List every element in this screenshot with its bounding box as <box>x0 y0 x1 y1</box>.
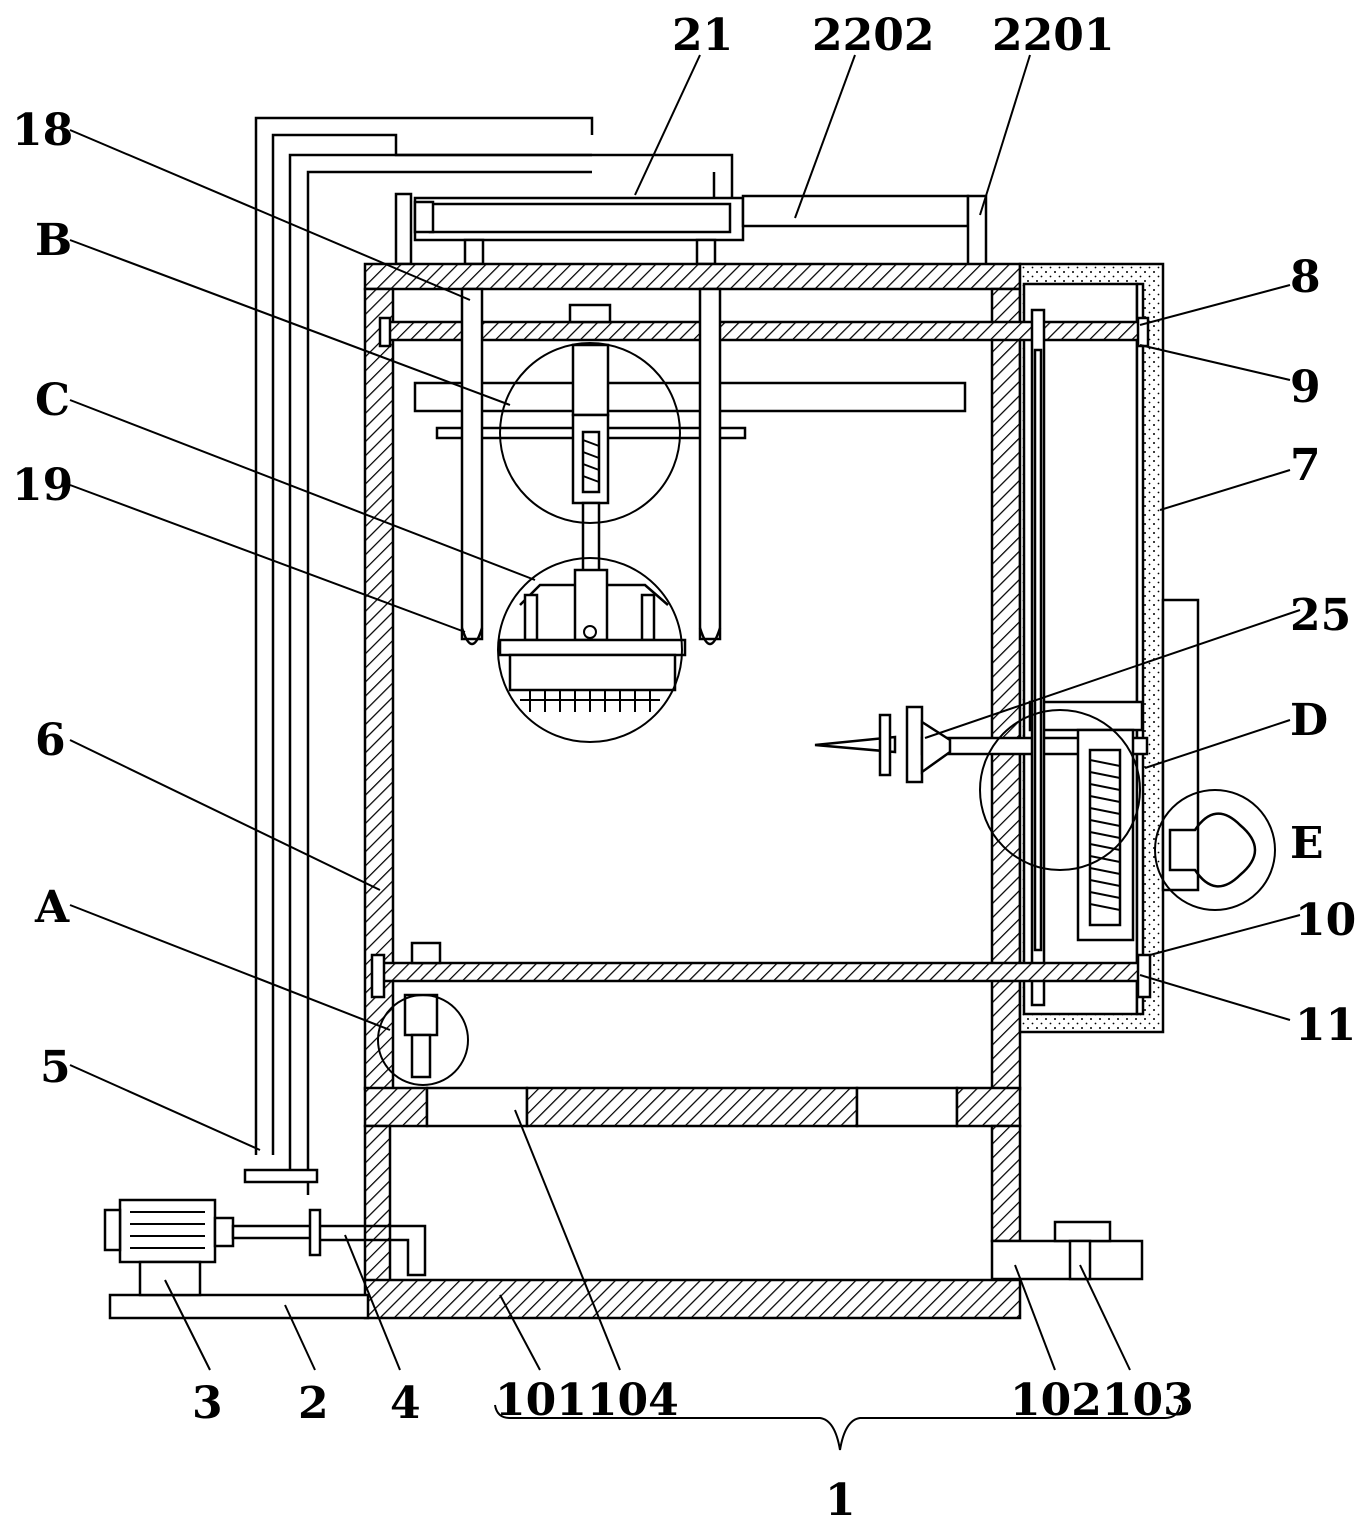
label-101104: 101104 <box>495 1375 679 1426</box>
label-25: 25 <box>1290 590 1351 641</box>
label-2: 2 <box>298 1378 329 1429</box>
label-102103: 102103 <box>1010 1375 1194 1426</box>
label-d: D <box>1290 695 1328 746</box>
label-e: E <box>1290 818 1324 869</box>
nozzle-assembly <box>814 308 1149 1007</box>
label-18: 18 <box>12 105 73 156</box>
label-8: 8 <box>1290 252 1321 303</box>
label-7: 7 <box>1290 440 1321 491</box>
leader-lines <box>69 54 1301 1451</box>
lock-e <box>1154 789 1276 911</box>
upper-plate <box>378 303 1150 348</box>
pump-assembly <box>103 1198 427 1320</box>
base-tank <box>363 1086 1144 1320</box>
label-11: 11 <box>1295 1000 1356 1051</box>
label-2202: 2202 <box>812 10 934 61</box>
cleaning-head <box>497 557 687 743</box>
top-assembly <box>394 192 988 268</box>
label-3: 3 <box>192 1378 223 1429</box>
label-4: 4 <box>390 1378 421 1429</box>
label-10: 10 <box>1295 895 1356 946</box>
callout-labels: 21 2202 2201 18 B C 19 8 9 7 25 D E 6 A … <box>12 10 1356 1526</box>
label-5: 5 <box>40 1042 71 1093</box>
label-6: 6 <box>35 715 66 766</box>
label-19: 19 <box>12 460 73 511</box>
guide-rods <box>413 287 967 646</box>
label-21: 21 <box>672 10 733 61</box>
label-1: 1 <box>825 1475 856 1526</box>
label-2201: 2201 <box>992 10 1114 61</box>
label-c: C <box>35 375 70 426</box>
housing-6 <box>363 262 1022 1091</box>
label-a: A <box>34 882 70 933</box>
lower-plate <box>370 941 1152 1086</box>
label-b: B <box>35 215 72 266</box>
label-9: 9 <box>1290 362 1321 413</box>
